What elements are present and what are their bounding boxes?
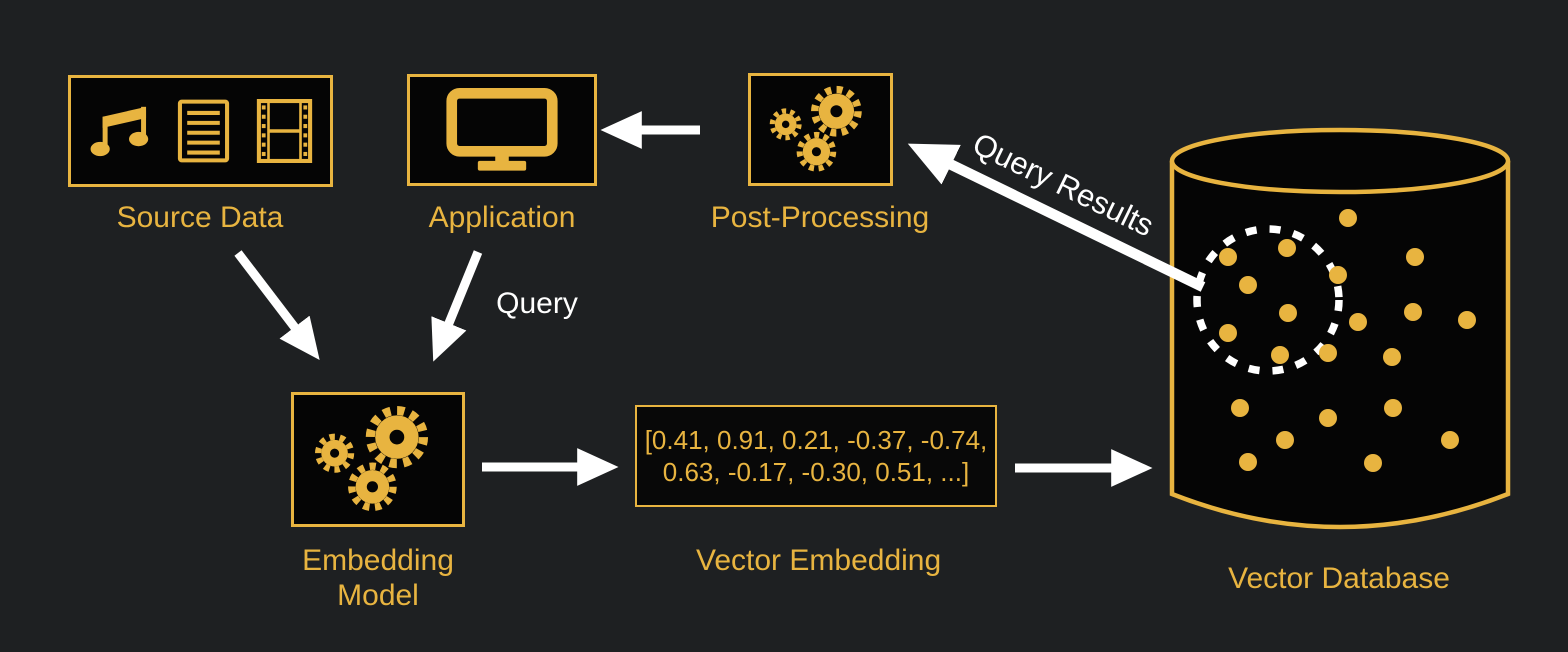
embedding-model-label: Embedding Model	[258, 544, 498, 613]
film-strip-icon	[256, 99, 312, 163]
application-label: Application	[428, 201, 576, 234]
vector-database-cylinder	[1169, 127, 1511, 530]
monitor-icon	[446, 87, 558, 171]
vector-values-line1: [0.41, 0.91, 0.21, -0.37, -0.74,	[644, 424, 988, 455]
post-processing-box	[748, 73, 893, 186]
vector-dots	[1219, 209, 1476, 472]
embedding-model-box	[291, 392, 465, 527]
arrow-database-to-postprocessing	[907, 143, 1206, 292]
music-note-icon	[90, 106, 148, 157]
query-selection-dashed-circle	[1193, 225, 1343, 375]
vector-values-line2: 0.63, -0.17, -0.30, 0.51, ...]	[662, 457, 970, 487]
embedding-model-label-line1: Embedding	[302, 544, 454, 577]
gears-icon	[769, 85, 862, 172]
vector-embedding-label: Vector Embedding	[696, 544, 942, 577]
document-icon	[177, 99, 229, 163]
arrow-source-to-embedding	[234, 250, 320, 361]
source-data-label: Source Data	[116, 201, 284, 234]
embedding-model-label-line2: Model	[337, 578, 419, 612]
gears-icon	[315, 405, 429, 512]
vector-database-label: Vector Database	[1228, 562, 1450, 595]
arrow-application-to-embedding	[431, 250, 483, 362]
post-processing-label: Post-Processing	[710, 201, 930, 234]
source-data-box	[68, 75, 333, 187]
vector-embedding-box: [0.41, 0.91, 0.21, -0.37, -0.74, 0.63, -…	[635, 405, 997, 507]
query-edge-label: Query	[496, 287, 578, 320]
application-box	[407, 74, 597, 186]
